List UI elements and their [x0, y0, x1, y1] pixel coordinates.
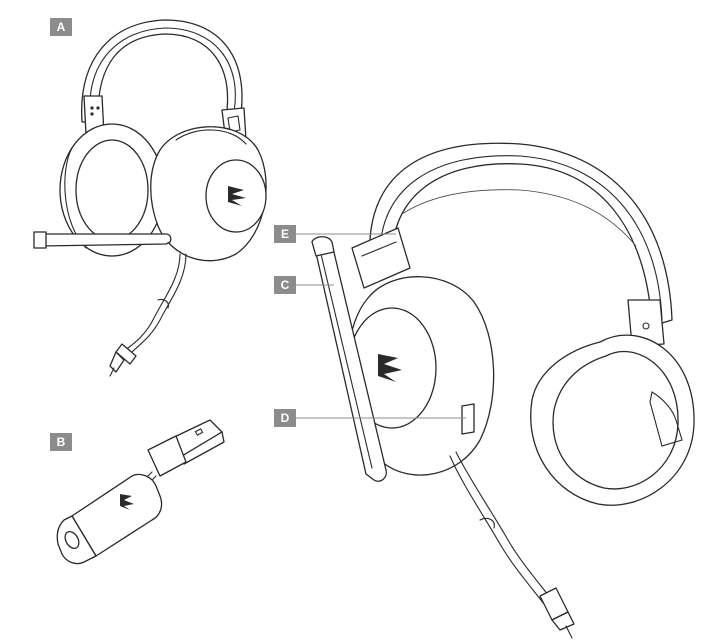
usb-adapter-illustration: [56, 419, 225, 565]
headset-large-illustration: [311, 142, 695, 639]
label-c-badge: C: [274, 276, 296, 294]
label-b-badge: B: [50, 433, 72, 451]
headset-a-illustration: [33, 19, 267, 377]
label-e-badge: E: [274, 225, 296, 243]
label-a-badge: A: [50, 18, 72, 36]
label-d-badge: D: [274, 409, 296, 427]
